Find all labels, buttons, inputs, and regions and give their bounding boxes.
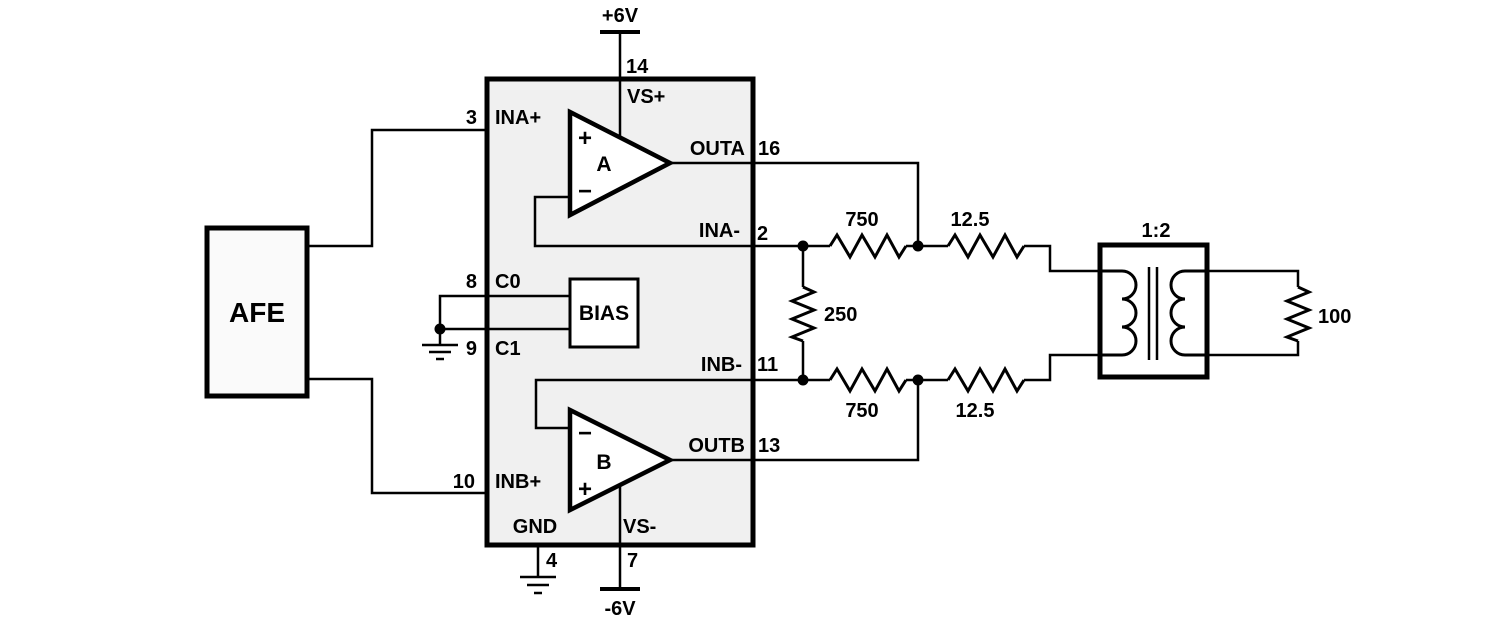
pin-number-16: 16 [758,138,780,160]
wire-inb-minus-feedback [534,378,830,430]
junction-dot-outa [912,240,924,252]
junction-dot-ina-minus [797,240,809,252]
transformer-ratio-label: 1:2 [1142,220,1171,242]
resistor-load-value: 100 [1318,306,1351,328]
pin-number-2: 2 [757,223,768,245]
afe-label: AFE [229,297,285,328]
positive-supply: +6V [600,5,640,34]
pin-number-4: 4 [546,550,558,572]
ground-symbol-pin4 [520,575,556,595]
junction-dot-outb [912,374,924,386]
opamp-b: − B + [567,406,676,514]
opamp-b-plus-input: + [578,476,592,503]
junction-dot-inb-minus [797,374,809,386]
bias-label: BIAS [579,302,629,325]
bias-box [568,277,640,349]
transformer-secondary-winding [1169,269,1207,357]
resistor-series-a-value: 12.5 [951,209,990,231]
resistor-series-b [946,365,1026,395]
transformer-primary-winding [1100,269,1138,357]
pin-number-7: 7 [627,550,638,572]
pin-number-8: 8 [466,271,477,293]
opamp-b-minus-input: − [578,420,592,447]
pin-label-vs-minus: VS- [623,516,656,538]
resistor-gain-set-value: 250 [824,304,857,326]
pin-label-c1: C1 [495,338,521,360]
wire-outb [670,380,920,462]
load: 100 [1207,269,1351,357]
opamp-a-designator: A [596,153,611,176]
pin-label-inb-minus: INB- [701,354,742,376]
resistor-series-b-value: 12.5 [956,400,995,422]
positive-supply-label: +6V [602,5,639,27]
pin-number-11: 11 [757,354,778,376]
opamp-a-triangle [567,108,675,219]
opamp-b-designator: B [596,451,611,474]
pin-label-c0: C0 [495,271,521,293]
pin-label-gnd: GND [513,516,557,538]
resistor-feedback-a [828,231,908,261]
wire-outa [670,161,920,246]
pin-label-ina-plus: INA+ [495,107,541,129]
resistor-feedback-b [828,365,908,395]
opamp-a: + A − [567,108,675,219]
wire-bottom-to-transformer [1024,353,1100,382]
opamp-b-triangle [567,406,676,514]
resistor-feedback-b-value: 750 [845,400,878,422]
resistor-load [1282,285,1313,343]
resistor-series-a [946,231,1026,261]
pin-number-14: 14 [626,56,649,78]
pin-label-vs-plus: VS+ [627,86,665,108]
pin-label-inb-plus: INB+ [495,471,541,493]
negative-supply: -6V [600,587,640,620]
resistor-gain-set [787,285,818,343]
ground-symbol-c0c1 [422,343,458,361]
pin-label-outb: OUTB [688,435,745,457]
output-network: 750 12.5 250 750 12.5 [787,209,1100,422]
pin-number-10: 10 [453,471,475,493]
pin-number-9: 9 [466,338,477,360]
afe-box [204,225,310,399]
resistor-feedback-a-value: 750 [845,209,878,231]
pin-number-3: 3 [466,107,477,129]
transformer: 1:2 [1097,220,1210,380]
wire-c0-c1 [438,294,570,331]
wire-load-loop [1207,269,1300,357]
pin-number-13: 13 [758,435,780,457]
wire-afe-to-ina-plus [307,128,570,248]
wire-afe-to-inb-plus [307,377,570,495]
amplifier-ic: BIAS + A − [422,32,920,595]
pin-label-outa: OUTA [690,138,745,160]
transformer-box [1097,242,1210,380]
opamp-a-minus-input: − [578,178,592,205]
negative-supply-label: -6V [604,598,636,620]
pin-label-ina-minus: INA- [699,220,740,242]
opamp-a-plus-input: + [578,125,592,152]
wire-top-to-transformer [1024,244,1100,273]
afe-block: AFE [204,225,310,399]
junction-dot-c-ground [434,323,446,335]
wire-ina-minus-feedback [533,195,830,248]
